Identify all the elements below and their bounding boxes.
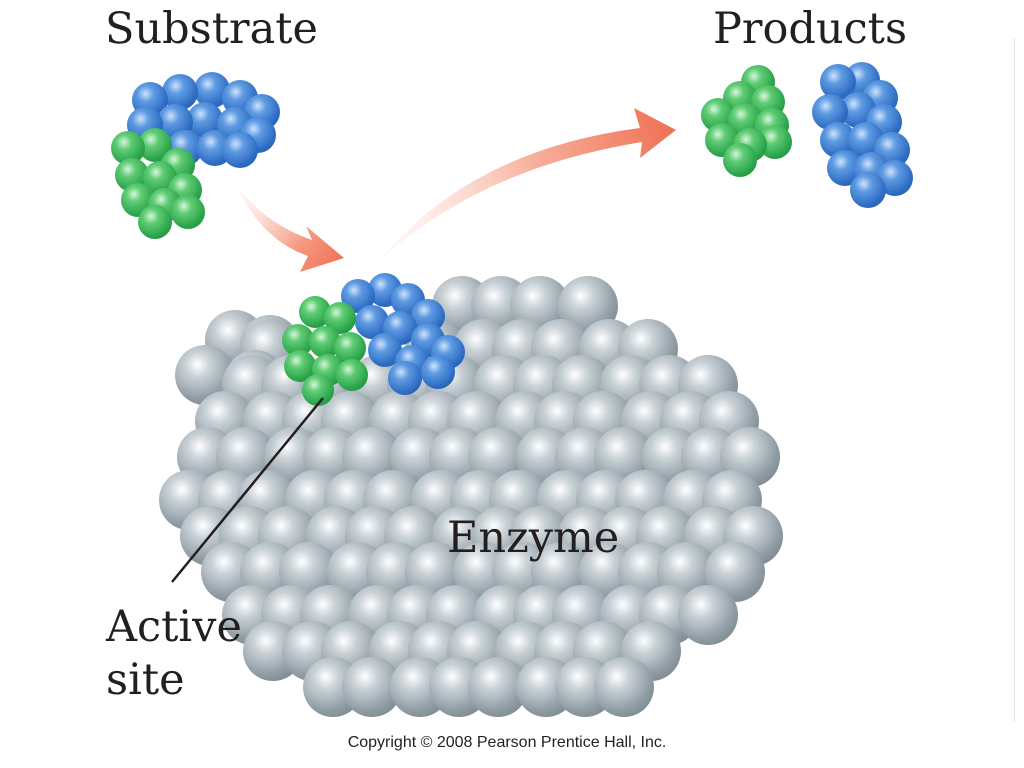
bound-blue-atom	[341, 279, 375, 313]
bound-green-atom	[282, 324, 314, 356]
enzyme-atom	[594, 657, 654, 717]
product-blue-atom	[812, 94, 848, 130]
arrow-enzyme-to-products	[378, 108, 676, 262]
substrate-green-atom	[138, 128, 172, 162]
products-label: Products	[713, 4, 908, 54]
product-blue-molecule	[812, 62, 913, 208]
bound-green-atom	[284, 350, 316, 382]
product-blue-atom	[820, 122, 856, 158]
substrate-blue-atom	[162, 74, 198, 110]
enzyme-atom	[175, 345, 235, 405]
product-green-molecule	[701, 65, 792, 177]
bound-green-atom	[309, 326, 341, 358]
bound-green-atom	[299, 296, 331, 328]
active-site-pointer-line	[171, 397, 324, 583]
substrate-green-part	[111, 128, 205, 239]
slide-edge-line	[1014, 38, 1015, 722]
substrate-green-atom	[111, 131, 145, 165]
bound-green-atom	[302, 374, 334, 406]
bound-substrate-green-part	[282, 296, 368, 406]
enzyme-label: Enzyme	[447, 513, 620, 563]
bound-green-atom	[324, 302, 356, 334]
bound-blue-atom	[388, 361, 422, 395]
active-site-label: Active site	[106, 601, 242, 707]
substrate-blue-atom	[222, 132, 258, 168]
substrate-blue-atom	[194, 72, 230, 108]
arrow-substrate-to-enzyme	[238, 188, 344, 272]
product-blue-atom	[850, 172, 886, 208]
bound-blue-atom	[421, 355, 455, 389]
copyright-notice: Copyright © 2008 Pearson Prentice Hall, …	[347, 734, 667, 751]
enzyme-atom	[468, 657, 528, 717]
bound-blue-atom	[355, 305, 389, 339]
substrate-green-atom	[138, 205, 172, 239]
bound-green-atom	[336, 359, 368, 391]
active-site-label-line2: site	[106, 655, 185, 705]
active-site-label-line1: Active	[106, 602, 242, 652]
enzyme-atom	[342, 657, 402, 717]
product-green-atom	[723, 143, 757, 177]
product-blue-atom	[820, 64, 856, 100]
enzyme-atom	[678, 585, 738, 645]
enzyme-atom	[705, 542, 765, 602]
substrate-label: Substrate	[105, 4, 318, 54]
substrate-green-atom	[171, 195, 205, 229]
bound-green-atom	[334, 332, 366, 364]
substrate-blue-atom	[187, 102, 223, 138]
product-green-atom	[758, 125, 792, 159]
bound-blue-atom	[411, 299, 445, 333]
product-blue-atom	[877, 160, 913, 196]
product-blue-atom	[827, 150, 863, 186]
enzyme-molecule	[159, 276, 783, 717]
product-green-atom	[701, 98, 735, 132]
bound-blue-atom	[368, 333, 402, 367]
bound-substrate-blue-part	[341, 273, 465, 395]
